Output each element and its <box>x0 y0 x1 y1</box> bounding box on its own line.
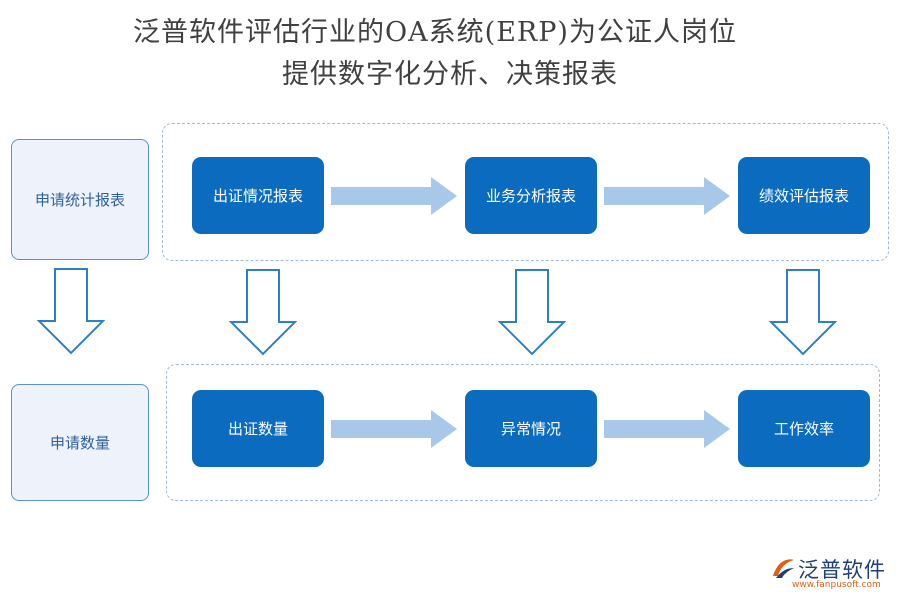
side-label-text: 申请统计报表 <box>34 191 125 209</box>
arrow-right-icon <box>331 177 457 215</box>
report-group-top <box>162 123 889 261</box>
arrow-down-icon <box>37 268 105 355</box>
box-exceptions: 异常情况 <box>465 390 597 467</box>
box-performance-report: 绩效评估报表 <box>738 157 870 234</box>
report-group-bottom <box>166 364 880 501</box>
box-work-efficiency: 工作效率 <box>738 390 870 467</box>
box-label: 工作效率 <box>773 420 834 438</box>
fanpu-logo: 泛普软件 www.fanpusoft.com <box>770 554 894 594</box>
arrow-right-icon <box>331 410 457 448</box>
box-label: 出证数量 <box>227 420 288 438</box>
logo-url: www.fanpusoft.com <box>792 580 881 590</box>
box-label: 业务分析报表 <box>485 187 576 205</box>
side-label-text: 申请数量 <box>49 434 110 452</box>
box-label: 绩效评估报表 <box>758 187 849 205</box>
side-label-application-report: 申请统计报表 <box>11 139 149 260</box>
arrow-down-icon <box>229 269 297 356</box>
box-label: 异常情况 <box>500 420 561 438</box>
box-label: 出证情况报表 <box>212 187 303 205</box>
box-business-analysis-report: 业务分析报表 <box>465 157 597 234</box>
box-certificate-count: 出证数量 <box>192 390 324 467</box>
logo-name: 泛普软件 <box>798 558 886 582</box>
side-label-application-count: 申请数量 <box>11 384 149 501</box>
diagram-title-line2: 提供数字化分析、决策报表 <box>282 59 618 90</box>
arrow-down-icon <box>498 269 566 356</box>
arrow-right-icon <box>604 177 730 215</box>
diagram-title-line1: 泛普软件评估行业的OA系统(ERP)为公证人岗位 <box>133 17 737 48</box>
arrow-right-icon <box>604 410 730 448</box>
box-certificate-report: 出证情况报表 <box>192 157 324 234</box>
arrow-down-icon <box>769 269 837 356</box>
logo-mark-icon <box>773 559 794 578</box>
